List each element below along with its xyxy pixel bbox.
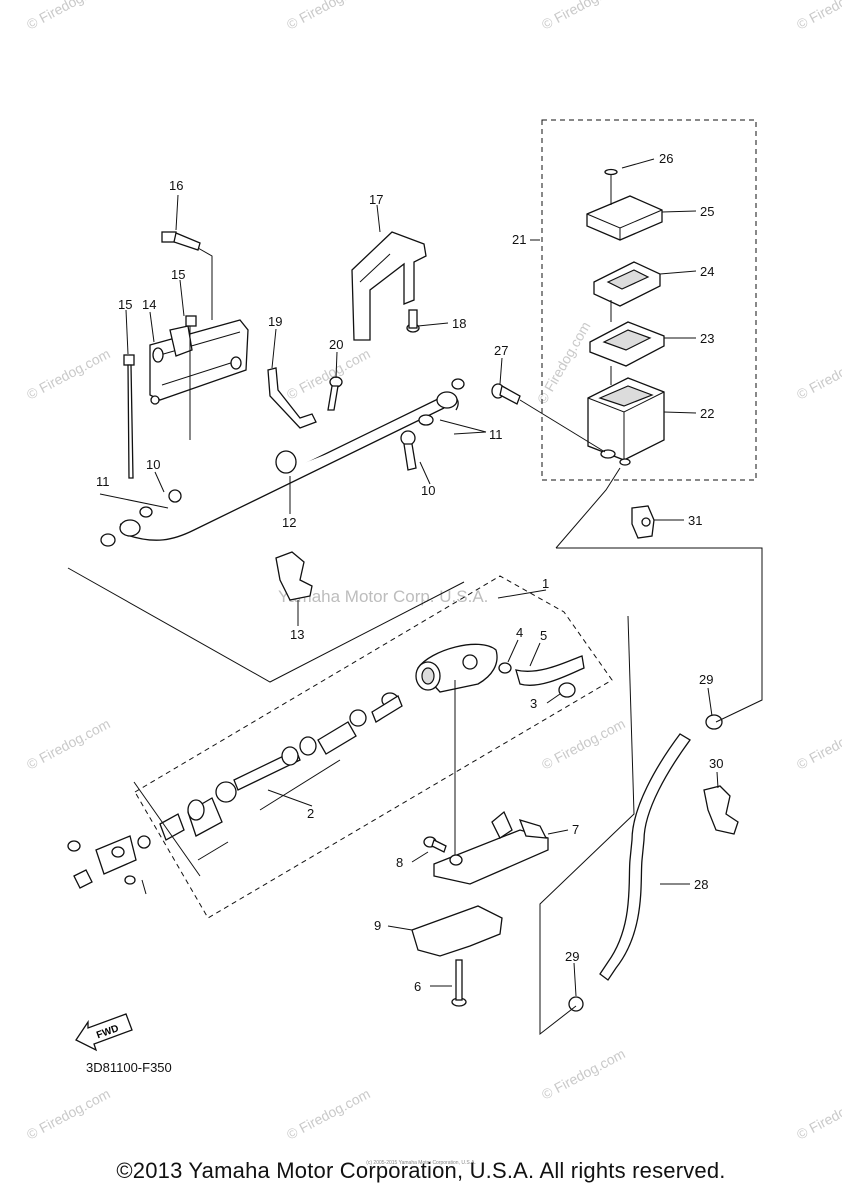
callout-18: 18 — [452, 316, 466, 331]
callout-30: 30 — [709, 756, 723, 771]
watermark: © Firedog.com — [24, 1085, 113, 1142]
bolt-27 — [491, 383, 606, 453]
clamp-19 — [267, 367, 317, 429]
watermark: © Firedog.com — [794, 1085, 842, 1142]
callout-7: 7 — [572, 822, 579, 837]
clevis-hardware — [67, 835, 151, 895]
callout-3: 3 — [530, 696, 537, 711]
watermark-center: Yamaha Motor Corp. U.S.A. — [278, 587, 488, 606]
leader-lines — [125, 158, 719, 997]
callout-11b: 11 — [489, 427, 503, 442]
callout-6: 6 — [414, 979, 421, 994]
bolt-20 — [327, 376, 343, 411]
callout-8: 8 — [396, 855, 403, 870]
callout-20: 20 — [329, 337, 343, 352]
clamp-13 — [275, 551, 313, 601]
watermark: © Firedog.com — [794, 345, 842, 402]
callout-27: 27 — [494, 343, 508, 358]
callout-13: 13 — [290, 627, 304, 642]
callout-10a: 10 — [146, 457, 160, 472]
bolt-8 — [423, 836, 447, 853]
watermark: © Firedog.com — [539, 715, 628, 772]
watermark: © Firedog.com — [539, 1045, 628, 1102]
callout-14: 14 — [142, 297, 156, 312]
cable-tie-15a — [123, 354, 135, 479]
watermark-grid: © Firedog.com © Firedog.com © Firedog.co… — [24, 0, 842, 1143]
callout-19: 19 — [268, 314, 282, 329]
master-cylinder-body — [415, 643, 585, 860]
master-cylinder-outline — [134, 575, 613, 919]
watermark: © Firedog.com — [284, 0, 373, 33]
diagram-code: 3D81100-F350 — [86, 1060, 172, 1075]
callout-16: 16 — [169, 178, 183, 193]
guard-9 — [411, 905, 503, 957]
watermark: © Firedog.com — [24, 345, 113, 402]
callout-21: 21 — [512, 232, 526, 247]
reservoir-group — [541, 119, 757, 481]
brake-hose-12 — [100, 378, 465, 547]
callout-15a: 15 — [118, 297, 132, 312]
callout-9: 9 — [374, 918, 381, 933]
callout-29a: 29 — [699, 672, 713, 687]
bolt-16 — [161, 231, 213, 320]
watermark: © Firedog.com — [794, 0, 842, 33]
callout-labels: 26 25 21 24 23 22 31 16 17 18 15 15 14 1… — [96, 151, 723, 994]
fwd-arrow-icon: FWD — [75, 1013, 133, 1052]
small-copyright: (c) 2005-2015 Yamaha Motor Corporation, … — [366, 1160, 476, 1166]
callout-26: 26 — [659, 151, 673, 166]
watermark: © Firedog.com — [534, 319, 594, 407]
callout-22: 22 — [700, 406, 714, 421]
bolt-6 — [451, 959, 467, 1007]
piston-assembly-2 — [159, 692, 403, 861]
callout-5: 5 — [540, 628, 547, 643]
reference-lines — [67, 256, 763, 1036]
cable-tie-15b — [185, 315, 197, 440]
callout-1: 1 — [542, 576, 549, 591]
callout-15b: 15 — [171, 267, 185, 282]
callout-11a: 11 — [96, 474, 110, 489]
callout-31: 31 — [688, 513, 702, 528]
watermark: © Firedog.com — [794, 715, 842, 772]
bracket-14 — [149, 319, 249, 405]
callout-23: 23 — [700, 331, 714, 346]
bracket-7 — [433, 810, 549, 885]
callout-4: 4 — [516, 625, 523, 640]
callout-10b: 10 — [421, 483, 435, 498]
watermark: © Firedog.com — [539, 0, 628, 33]
bolt-18 — [406, 309, 420, 333]
reservoir-hose-28 — [568, 714, 739, 1012]
watermark: © Firedog.com — [24, 0, 113, 33]
callout-24: 24 — [700, 264, 714, 279]
watermark: © Firedog.com — [24, 715, 113, 772]
watermark: © Firedog.com — [284, 1085, 373, 1142]
callout-25: 25 — [700, 204, 714, 219]
callout-28: 28 — [694, 877, 708, 892]
bracket-17 — [351, 231, 427, 341]
watermark: © Firedog.com — [284, 345, 373, 402]
callout-2: 2 — [307, 806, 314, 821]
callout-12: 12 — [282, 515, 296, 530]
callout-17: 17 — [369, 192, 383, 207]
copyright-footer: ©2013 Yamaha Motor Corporation, U.S.A. A… — [116, 1158, 726, 1183]
callout-29b: 29 — [565, 949, 579, 964]
